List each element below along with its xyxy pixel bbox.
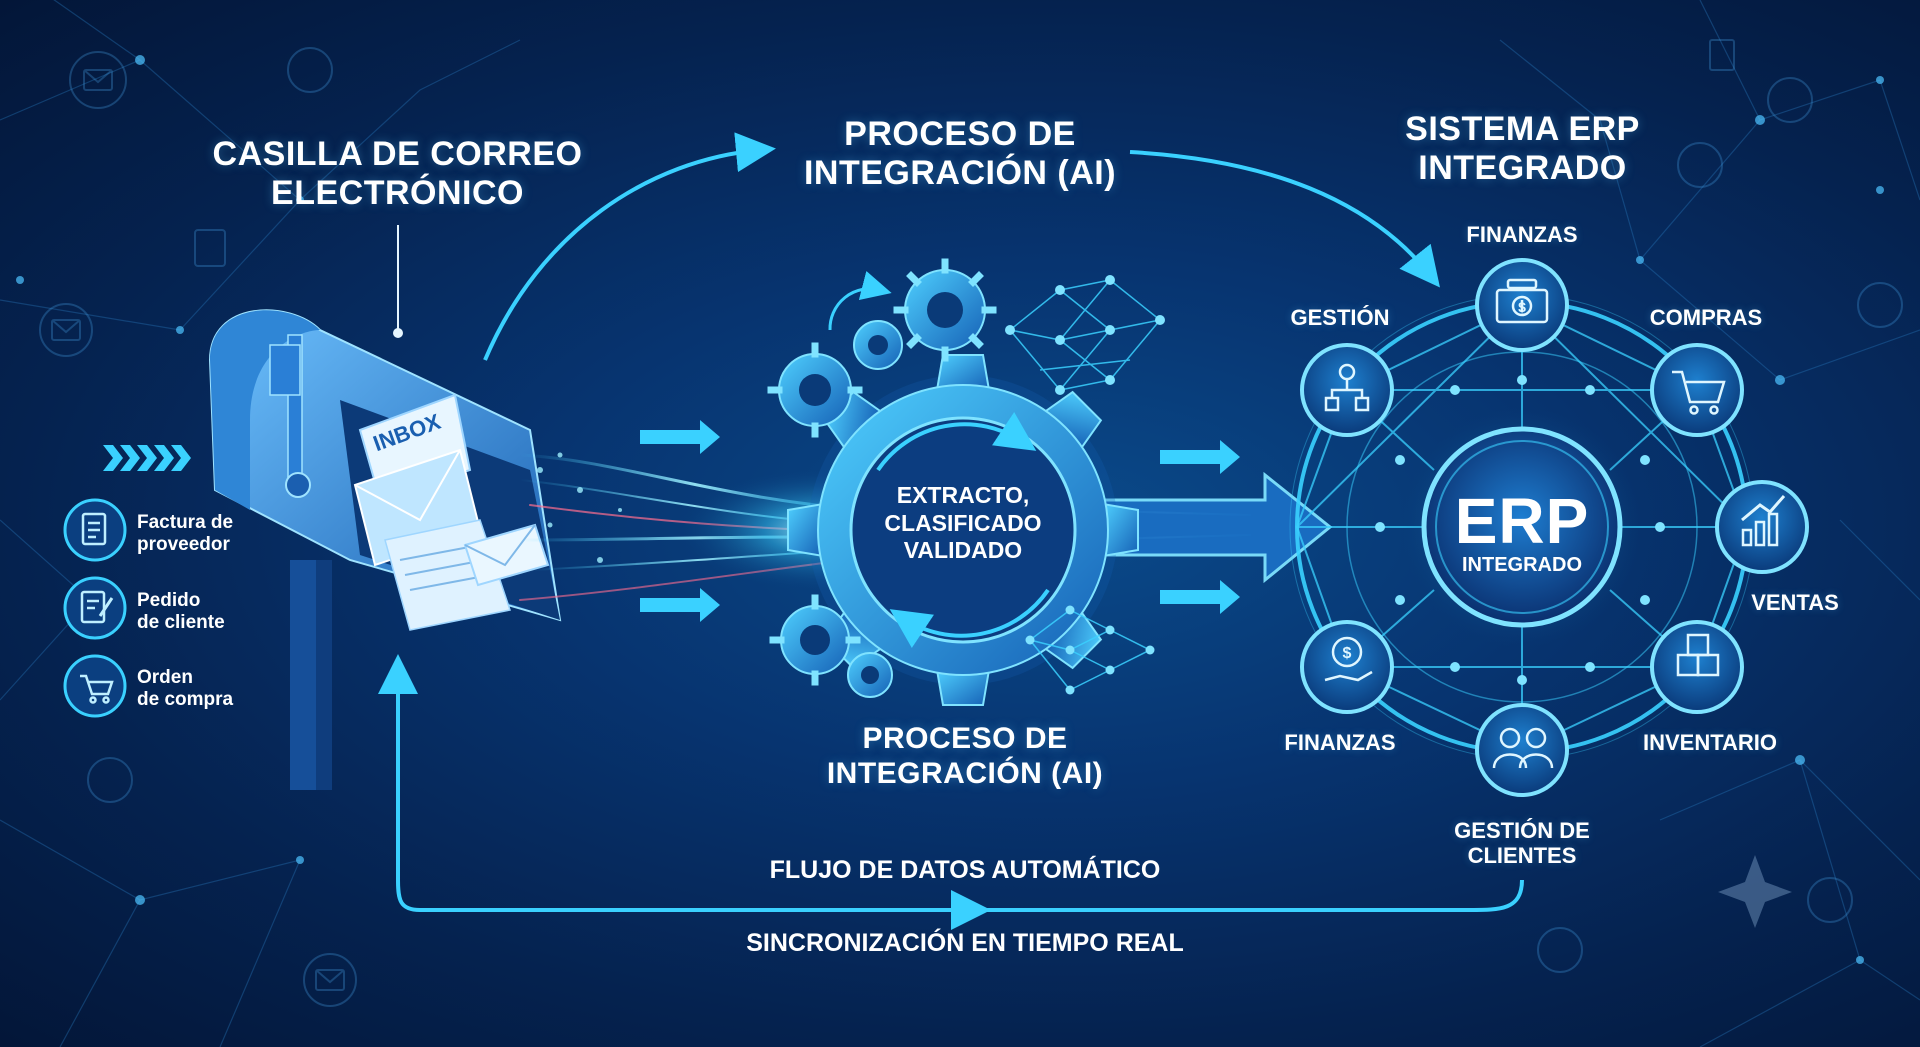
process-center-text: Extracto, clasificado validado [884, 482, 1042, 564]
module-label-gestion-clientes: Gestión de clientes [1454, 818, 1590, 869]
neural-network-top [1009, 279, 1161, 391]
module-label-inventario: Inventario [1642, 730, 1778, 755]
process-title-bottom: Proceso de integración (AI) [826, 722, 1104, 790]
mailbox-graphic [208, 309, 562, 790]
arrow-return-loop [378, 654, 1524, 912]
module-label-gestion: Gestión [1290, 305, 1390, 330]
chevrons [103, 445, 191, 471]
erp-center-subtitle: Integrado [1462, 554, 1582, 576]
neural-network-bottom [1029, 609, 1151, 691]
process-title-top: Proceso de integración (AI) [803, 115, 1117, 193]
erp-system-title: Sistema ERP integrado [1405, 110, 1640, 188]
flow-automatic-label: Flujo de datos automático [769, 856, 1161, 884]
flow-sync-label: Sincronización en tiempo real [746, 929, 1184, 957]
doc-label-purchase-order: Orden de compra [137, 667, 234, 710]
svg-text:$: $ [1518, 299, 1526, 315]
svg-text:$: $ [1343, 645, 1352, 662]
erp-center-title: ERP [1454, 485, 1590, 557]
module-label-ventas: Ventas [1751, 590, 1839, 615]
mailbox-title: Casilla de correo electrónico [212, 135, 583, 213]
gears [767, 258, 1139, 706]
module-label-finanzas-bottom: Finanzas [1284, 730, 1396, 755]
doc-label-invoice: Factura de proveedor [137, 512, 234, 555]
module-label-finanzas-top: Finanzas [1466, 222, 1578, 247]
erp-network: $ $ [1289, 258, 1809, 797]
module-label-compras: Compras [1649, 305, 1763, 330]
arrow-mailbox-to-process [483, 132, 776, 361]
arrow-process-to-erp [1129, 150, 1441, 288]
doc-label-customer-order: Pedido de cliente [137, 590, 225, 633]
